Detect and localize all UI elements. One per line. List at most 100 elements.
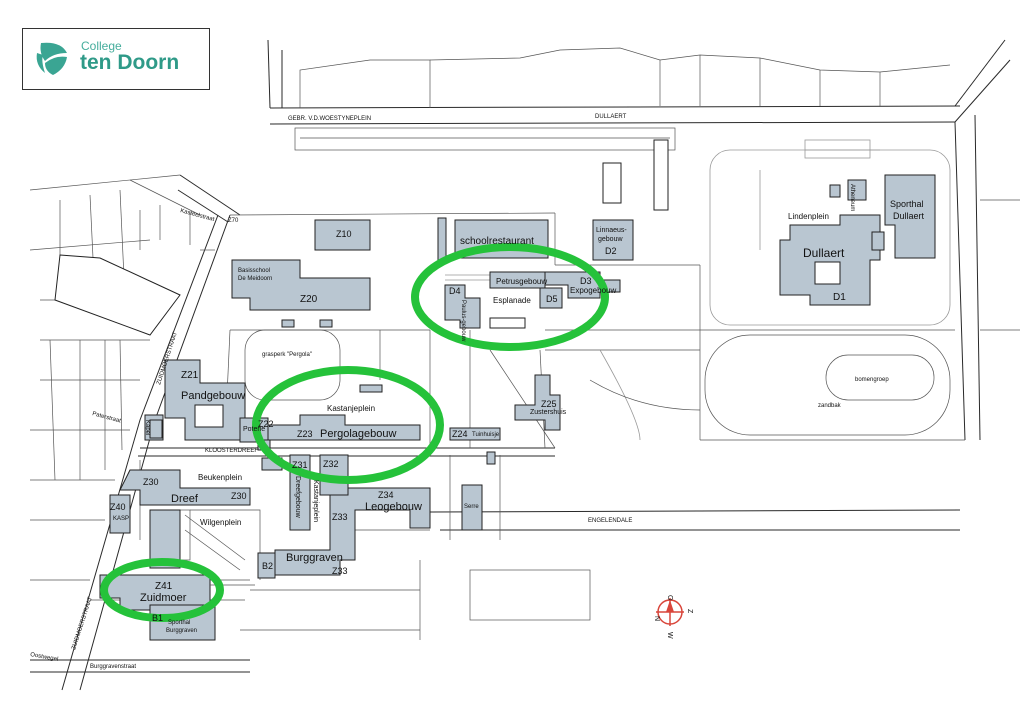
building-d5 bbox=[539, 287, 563, 309]
building-shape bbox=[109, 494, 131, 534]
label-buildings-d3: D3 bbox=[580, 276, 592, 286]
label-buildings-expo: Expogebouw bbox=[570, 286, 616, 295]
college-logo: College ten Doorn bbox=[22, 28, 210, 90]
label-buildings-z41: Z41 bbox=[155, 581, 173, 592]
label-buildings-b2: B2 bbox=[262, 561, 273, 571]
building-serre bbox=[461, 484, 483, 531]
label-wilgenplein: Wilgenplein bbox=[200, 518, 241, 527]
label-esplanade: Esplanade bbox=[493, 296, 531, 305]
label-buildings-z24: Z24 bbox=[452, 429, 468, 439]
label-buildings-zuidmoer: Zuidmoer bbox=[140, 592, 187, 604]
label-buildings-z70: Z70 bbox=[228, 218, 239, 224]
compass-n: N bbox=[653, 616, 660, 621]
label-buildings-sporthal2: Dullaert bbox=[893, 211, 925, 221]
label-buildings-z30b: Z30 bbox=[231, 491, 247, 501]
building-d4 bbox=[444, 284, 481, 329]
logo-ten-doorn-text: ten Doorn bbox=[80, 51, 180, 74]
label-bomengroep: bomengroep bbox=[855, 377, 889, 383]
label-buildings-z21: Z21 bbox=[181, 370, 199, 381]
label-zuidmoerstraat-2: ZUIDMOERSTRAAT bbox=[71, 596, 94, 651]
highlight-ring-zuidmoer bbox=[100, 558, 224, 622]
label-buildings-kasp: KASP bbox=[113, 516, 129, 522]
label-buildings-tuinhuis: Tuinhuisje bbox=[472, 432, 500, 438]
label-buildings-schoolrestaurant: schoolrestaurant bbox=[460, 236, 534, 247]
label-dullaert-street: DULLAERT bbox=[595, 114, 627, 120]
label-buildings-linnaeus1: Linnaeus- bbox=[596, 227, 627, 234]
label-buildings-d4: D4 bbox=[449, 286, 461, 296]
building-shape bbox=[847, 179, 867, 201]
label-burggravenstraat: Burggravenstraat bbox=[90, 664, 136, 670]
label-buildings-z32: Z32 bbox=[323, 459, 339, 469]
label-zandbak: zandbak bbox=[818, 403, 842, 409]
building-shape bbox=[319, 319, 333, 328]
highlight-rings bbox=[100, 243, 609, 622]
label-buildings-atheneum: Atheneum bbox=[849, 184, 855, 211]
label-buildings-leogebouw: Leogebouw bbox=[365, 501, 422, 513]
label-buildings-serre: Serre bbox=[464, 504, 479, 510]
label-lindenplein: Lindenplein bbox=[788, 212, 829, 221]
building-tuinhuis bbox=[449, 427, 501, 441]
label-buildings-sporthalb2: Burggraven bbox=[166, 628, 197, 634]
place-labels: Lindenplein Kastanjeplein Beukenplein Wi… bbox=[198, 212, 889, 527]
label-buildings-poterie: Poterie bbox=[243, 426, 265, 433]
building-shape bbox=[829, 184, 841, 198]
label-buildings-pandgebouw: Pandgebouw bbox=[181, 390, 245, 402]
compass-z: Z bbox=[686, 609, 693, 614]
building-labels: Z10 Basisschool De Meidoorn Z20 schoolre… bbox=[110, 184, 925, 634]
label-buildings-z30a: Z30 bbox=[143, 477, 159, 487]
label-patersstraat: Paterstraat bbox=[91, 411, 121, 424]
building-dullaert bbox=[779, 214, 881, 306]
building-shape bbox=[359, 384, 383, 393]
building-zustershuis bbox=[514, 374, 561, 431]
label-buildings-dreefgebouw: Dreefgebouw bbox=[294, 476, 301, 519]
label-buildings-petrus: Petrusgebouw bbox=[496, 277, 547, 286]
building-shape bbox=[871, 231, 885, 251]
compass: N O Z W bbox=[653, 595, 693, 639]
label-buildings-d2: D2 bbox=[605, 246, 617, 256]
label-buildings-z25: Z25 bbox=[541, 399, 557, 409]
label-buildings-z40: Z40 bbox=[110, 502, 126, 512]
label-buildings-dullaert: Dullaert bbox=[803, 246, 845, 260]
label-buildings-sporthalb1: Sporthal bbox=[168, 620, 190, 626]
label-buildings-z33b: Z33 bbox=[332, 566, 348, 576]
label-buildings-z23: Z23 bbox=[297, 429, 313, 439]
label-buildings-z22: Z22 bbox=[258, 419, 274, 429]
label-buildings-z20: Z20 bbox=[300, 294, 318, 305]
building-shape bbox=[149, 419, 163, 439]
label-gebr-plein: GEBR. V.D.WOESTYNEPLEIN bbox=[288, 116, 371, 122]
label-buildings-kapel: Kapel bbox=[144, 420, 150, 435]
label-oostwegel: Oostwegel bbox=[30, 652, 59, 663]
label-beukenplein: Beukenplein bbox=[198, 473, 242, 482]
label-buildings-z33a: Z33 bbox=[332, 512, 348, 522]
building-shape bbox=[281, 319, 295, 328]
label-buildings-paulus: Paulus-gebouw bbox=[460, 300, 466, 342]
building-z20 bbox=[231, 259, 371, 311]
label-buildings-basisschool1: Basisschool bbox=[238, 268, 270, 274]
label-buildings-zustershuis: Zustershuis bbox=[530, 409, 567, 416]
building-z10 bbox=[314, 219, 371, 251]
label-buildings-dreef: Dreef bbox=[171, 493, 199, 505]
building-pergolagebouw bbox=[249, 414, 421, 441]
logo-college-text: College bbox=[81, 39, 122, 53]
label-kastanjeplein: Kastanjeplein bbox=[327, 404, 375, 413]
compass-o: O bbox=[666, 595, 673, 601]
building-shape bbox=[486, 451, 496, 465]
label-buildings-pergolagebouw: Pergolagebouw bbox=[320, 428, 397, 440]
label-buildings-kastanje: Kastanjeplein bbox=[312, 480, 319, 522]
building-b2 bbox=[257, 552, 276, 579]
label-pergola: grasperk "Pergola" bbox=[262, 352, 312, 358]
label-buildings-d1: D1 bbox=[833, 292, 846, 303]
highlight-ring-petrus bbox=[411, 243, 609, 351]
compass-w: W bbox=[666, 632, 673, 639]
label-buildings-z31: Z31 bbox=[292, 460, 308, 470]
label-buildings-sporthal1: Sporthal bbox=[890, 199, 924, 209]
highlight-ring-pergola bbox=[252, 366, 444, 484]
label-engelendale: ENGELENDALE bbox=[588, 518, 632, 524]
label-buildings-basisschool2: De Meidoorn bbox=[238, 276, 272, 282]
label-buildings-b1: B1 bbox=[152, 613, 163, 623]
label-kloosterdreef: KLOOSTERDREEF bbox=[205, 448, 258, 454]
building-dreef bbox=[119, 469, 251, 506]
label-buildings-z34: Z34 bbox=[378, 490, 394, 500]
leaf-icon bbox=[36, 42, 67, 75]
